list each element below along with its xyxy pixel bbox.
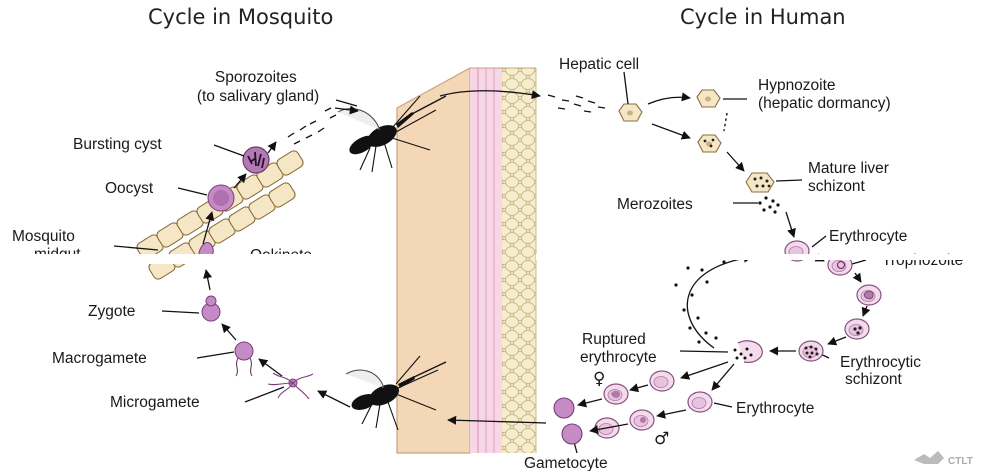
gametocyte-female-1-icon (650, 371, 674, 391)
microgamete-icon (268, 373, 313, 399)
label-bursting-cyst: Bursting cyst (73, 136, 162, 153)
ctlt-logo: CTLT (914, 451, 973, 467)
title-human-cycle: Cycle in Human (680, 5, 846, 29)
label-mature-liver-schizont-line2: schizont (808, 178, 866, 195)
label-ruptured-erythrocyte-line2: erythrocyte (580, 349, 657, 366)
merozoite-arc-dots (674, 260, 725, 343)
sporozoite-dashes (288, 108, 336, 144)
hypnozoite-icon (697, 90, 720, 107)
label-zygote: Zygote (88, 303, 135, 320)
image-gap-band (0, 254, 380, 264)
label-merozoites: Merozoites (617, 196, 693, 213)
label-erythrocytic-schizont-line2: schizont (845, 371, 903, 388)
female-symbol: ♀ (593, 369, 605, 389)
merozoites-dots (758, 196, 779, 213)
ruptured-erythrocyte-icon (734, 341, 763, 363)
label-sporozoites-line1: Sporozoites (215, 69, 297, 86)
label-sporozoites: Sporozoites (to salivary gland) (197, 69, 319, 105)
label-mature-liver-schizont-line1: Mature liver (808, 160, 889, 177)
label-mature-liver-schizont: Mature liver schizont (808, 160, 893, 195)
erythrocyte-bottom-icon (688, 392, 712, 412)
label-hypnozoite: Hypnozoite (hepatic dormancy) (758, 77, 891, 112)
label-microgamete: Microgamete (110, 394, 200, 411)
label-gametocyte: Gametocyte (524, 455, 608, 471)
image-gap-band-right (536, 254, 1007, 260)
label-ruptured-erythrocyte: Ruptured erythrocyte (580, 331, 657, 366)
label-mosquito-midgut-line1: Mosquito (12, 228, 75, 245)
gametocyte-male-1-icon (630, 410, 654, 430)
male-symbol: ♂ (654, 429, 669, 449)
oocyst-icon (208, 185, 234, 211)
developing-trophozoite-icon (857, 285, 881, 305)
label-erythrocyte-top: Erythrocyte (829, 228, 907, 245)
mature-liver-schizont-icon (746, 173, 774, 192)
bursting-cyst-icon (243, 147, 269, 173)
human-sporozoite-dashes (548, 95, 605, 112)
hepatic-cell-icon (619, 104, 642, 121)
label-erythrocytic-schizont: Erythrocytic schizont (840, 354, 925, 388)
label-erythrocytic-schizont-line1: Erythrocytic (840, 354, 921, 371)
gametocyte-male-icon (562, 424, 582, 444)
erythrocytic-schizont-icon (799, 341, 823, 361)
zygote-icon (202, 296, 220, 321)
gametocyte-female-icon (554, 398, 574, 418)
macrogamete-icon (235, 342, 253, 376)
label-ruptured-erythrocyte-line1: Ruptured (582, 331, 646, 348)
label-hepatic-cell: Hepatic cell (559, 56, 639, 73)
label-hypnozoite-line2: (hepatic dormancy) (758, 95, 891, 112)
early-schizont-icon (845, 319, 869, 339)
label-hypnozoite-line1: Hypnozoite (758, 77, 836, 94)
label-oocyst: Oocyst (105, 180, 154, 197)
watermark-text: CTLT (948, 456, 973, 467)
liver-schizont-developing-icon (698, 135, 721, 152)
skin-cross-section (397, 68, 536, 453)
label-sporozoites-line2: (to salivary gland) (197, 88, 319, 105)
label-erythrocyte-bottom: Erythrocyte (736, 400, 814, 417)
title-mosquito-cycle: Cycle in Mosquito (148, 5, 333, 29)
label-macrogamete: Macrogamete (52, 350, 147, 367)
gametocyte-female-2-icon (604, 384, 628, 404)
